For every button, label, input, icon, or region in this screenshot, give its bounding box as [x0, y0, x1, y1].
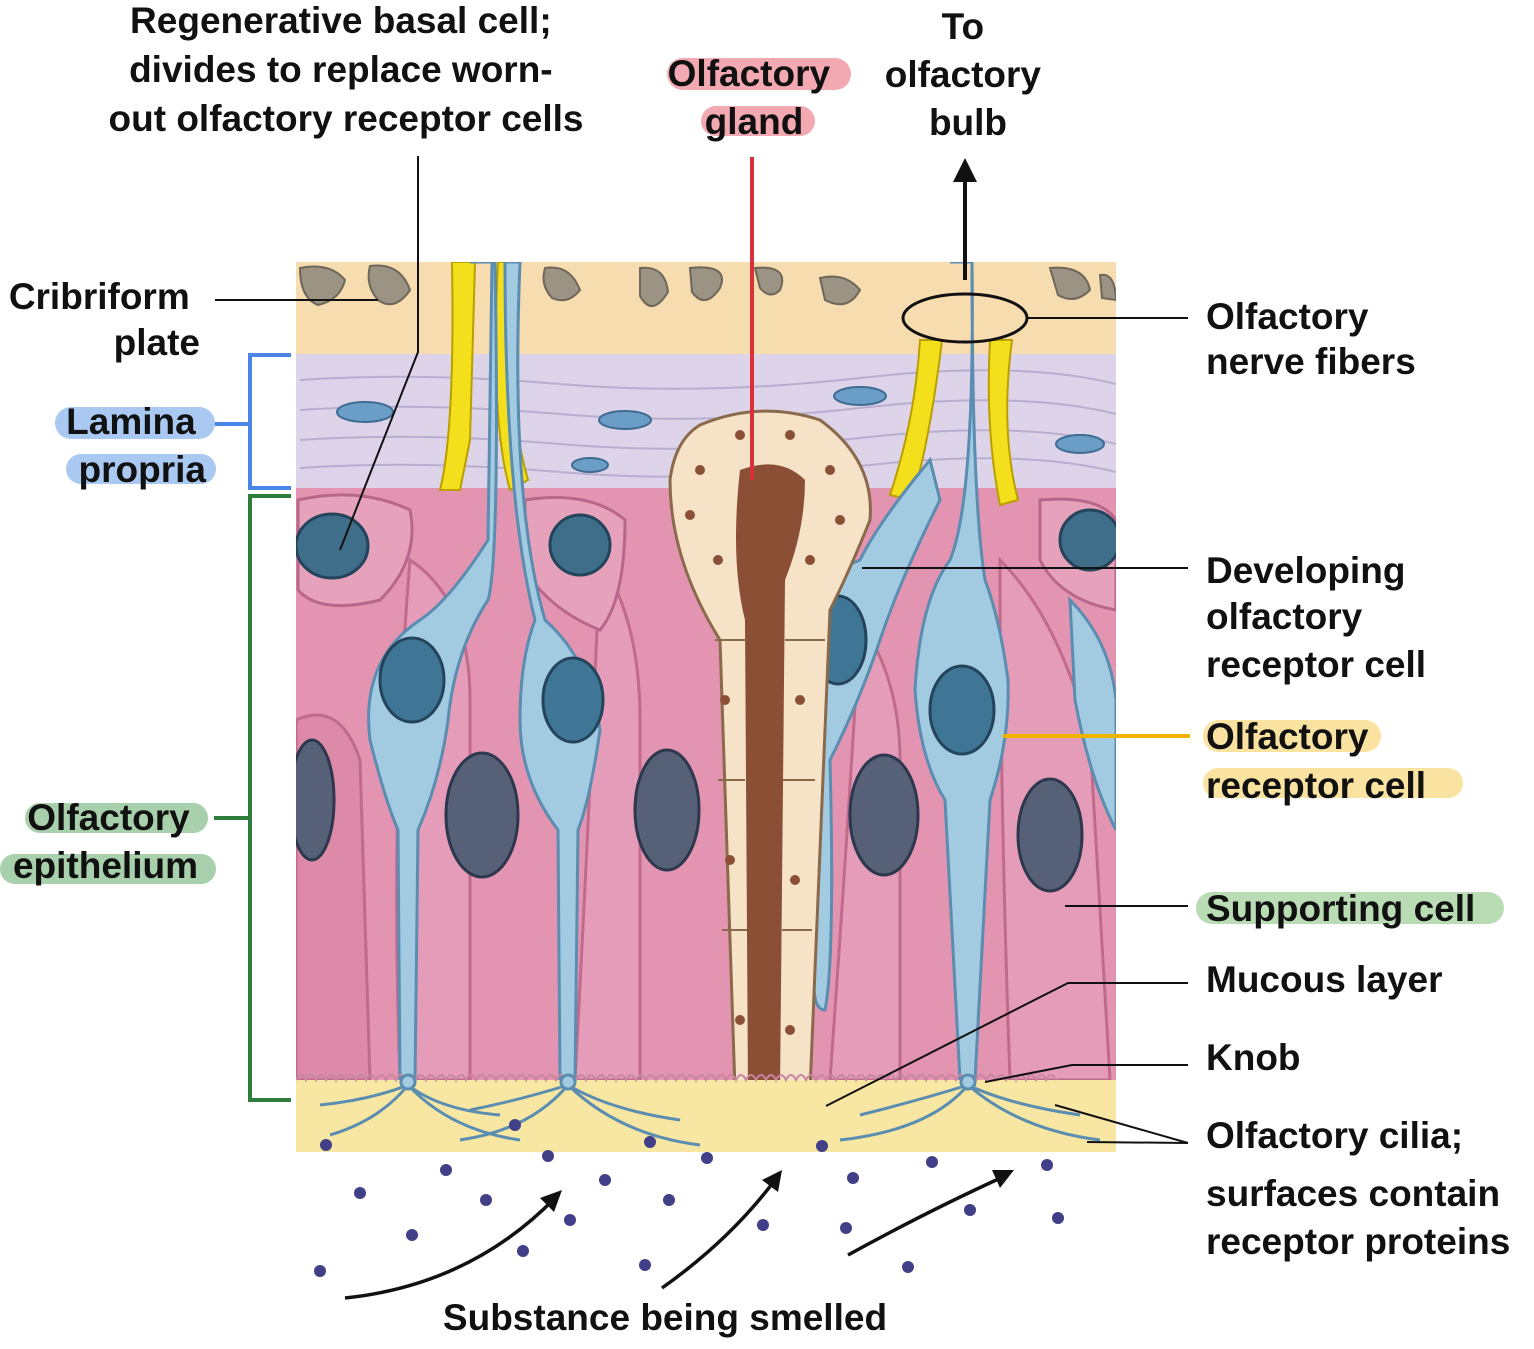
odorant-dot-icon	[517, 1245, 529, 1257]
supporting-cell-label: Supporting cell	[1206, 888, 1475, 929]
basal-cells	[296, 493, 1116, 632]
receptor-highlight-2	[1203, 768, 1463, 798]
arrowheads	[540, 1170, 1014, 1212]
gland-highlight-1	[667, 58, 851, 90]
basal-cell-leader	[339, 156, 419, 551]
curved-arrow-icon	[344, 1196, 557, 1300]
lamina-highlight-1	[55, 407, 215, 439]
lamina-bracket-icon	[214, 353, 291, 490]
odorant-dot-icon	[663, 1194, 675, 1206]
curved-arrow-icon	[660, 1178, 777, 1290]
gland-cell-walls	[715, 639, 825, 931]
bone-cavities	[298, 264, 1116, 307]
to-olfactory-bulb-label: To olfactory bulb	[885, 6, 1052, 143]
microvilli-border	[296, 1074, 1057, 1083]
odorant-dot-icon	[314, 1265, 326, 1277]
gland-cell-dots	[685, 430, 845, 1035]
cilia-leader-1	[1054, 1104, 1189, 1144]
nerve-fibers-label: Olfactory nerve fibers	[1206, 296, 1416, 382]
odorant-molecules	[314, 1119, 1064, 1277]
olfactory-epithelium-label: Olfactory epithelium	[13, 797, 200, 886]
epithelium-highlight-1	[25, 803, 208, 833]
odorant-dot-icon	[644, 1136, 656, 1148]
mucous-layer	[296, 1080, 1116, 1152]
odorant-dot-icon	[440, 1164, 452, 1176]
substance-label: Substance being smelled	[443, 1297, 887, 1338]
basal-cell-label: Regenerative basal cell; divides to repl…	[109, 0, 584, 139]
odorant-dot-icon	[406, 1229, 418, 1241]
curved-arrow-icon	[847, 1174, 1006, 1257]
odorant-dot-icon	[902, 1261, 914, 1273]
cilia-leader-2	[1086, 1141, 1189, 1144]
odorant-dot-icon	[354, 1187, 366, 1199]
cribriform-plate-label: Cribriform plate	[9, 276, 200, 363]
odorant-dot-icon	[599, 1174, 611, 1186]
knobs	[399, 1073, 977, 1091]
odorant-dot-icon	[847, 1172, 859, 1184]
mucous-layer-label: Mucous layer	[1206, 959, 1442, 1000]
cilia-label: Olfactory cilia; surfaces contain recept…	[1206, 1115, 1510, 1262]
epithelium-highlight-2	[0, 854, 216, 884]
olfactory-cilia	[319, 1083, 1101, 1147]
odorant-dot-icon	[701, 1152, 713, 1164]
odorant-dot-icon	[639, 1259, 651, 1271]
knob-leader	[984, 1064, 1188, 1083]
receptor-highlight-1	[1203, 720, 1381, 752]
label-highlights	[0, 58, 1504, 924]
lamina-cell-nuclei	[336, 386, 1105, 473]
nerve-bundles	[438, 262, 1020, 507]
supporting-cell-nuclei	[296, 738, 1084, 893]
lamina-highlight-2	[66, 454, 216, 484]
odorant-dot-icon	[964, 1204, 976, 1216]
substance-arrows	[344, 1174, 1006, 1300]
odorant-dot-icon	[509, 1119, 521, 1131]
supporting-highlight	[1196, 892, 1504, 924]
arrow-up-icon	[953, 158, 977, 182]
odorant-dot-icon	[1041, 1159, 1053, 1171]
tissue-illustration	[296, 262, 1116, 1152]
gland-highlight-2	[701, 106, 815, 136]
olfactory-gland	[668, 409, 872, 1092]
mucous-layer-leader	[825, 982, 1188, 1107]
leader-lines	[215, 156, 1189, 1144]
odorant-dot-icon	[480, 1194, 492, 1206]
receptor-cell-label: Olfactory receptor cell	[1206, 716, 1426, 806]
olfactory-gland-label: Olfactory gland	[668, 53, 841, 142]
odorant-dot-icon	[757, 1219, 769, 1231]
lamina-propria-label: Lamina propria	[66, 401, 206, 490]
odorant-dot-icon	[564, 1214, 576, 1226]
odorant-dot-icon	[840, 1222, 852, 1234]
odorant-dot-icon	[1052, 1212, 1064, 1224]
knob-label: Knob	[1206, 1037, 1301, 1078]
odorant-dot-icon	[816, 1140, 828, 1152]
odorant-dot-icon	[320, 1139, 332, 1151]
developing-cell-label: Developing olfactory receptor cell	[1206, 550, 1426, 685]
odorant-dot-icon	[542, 1150, 554, 1162]
epithelium-bracket-icon	[214, 494, 291, 1102]
odorant-dot-icon	[926, 1156, 938, 1168]
